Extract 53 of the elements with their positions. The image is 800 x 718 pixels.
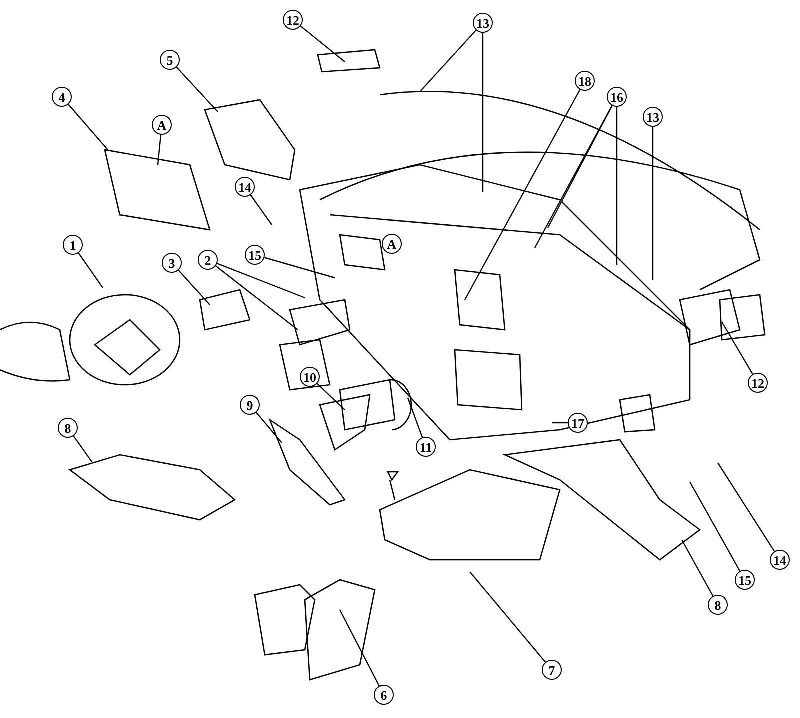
leader-line bbox=[689, 482, 741, 572]
leader-line bbox=[316, 383, 346, 410]
leader-line bbox=[176, 66, 218, 112]
callout-number: 5 bbox=[160, 50, 180, 70]
leader-line bbox=[178, 270, 210, 306]
callout-number: 1 bbox=[63, 235, 83, 255]
callout-number: 15 bbox=[245, 245, 265, 265]
callout-number: 10 bbox=[300, 367, 320, 387]
callout-number: 16 bbox=[607, 87, 627, 107]
leader-line bbox=[547, 106, 613, 228]
leader-line bbox=[534, 106, 613, 248]
leader-line bbox=[216, 266, 298, 330]
leader-line bbox=[78, 252, 104, 288]
leader-line bbox=[470, 572, 546, 663]
callout-number: 17 bbox=[568, 413, 588, 433]
leader-line bbox=[300, 26, 346, 62]
leader-line bbox=[681, 540, 714, 597]
callout-number: A bbox=[152, 115, 172, 135]
callout-number: 14 bbox=[235, 177, 255, 197]
leader-line bbox=[420, 30, 477, 92]
callout-number: 18 bbox=[575, 71, 595, 91]
callout-number: A bbox=[382, 234, 402, 254]
callout-number: 8 bbox=[708, 595, 728, 615]
callout-number: 13 bbox=[473, 13, 493, 33]
callout-number: 11 bbox=[416, 437, 436, 457]
callout-number: 6 bbox=[374, 685, 394, 705]
leader-line bbox=[68, 104, 108, 150]
leader-line bbox=[157, 134, 162, 166]
callout-number: 3 bbox=[162, 253, 182, 273]
callout-number: 8 bbox=[58, 418, 78, 438]
callout-number: 12 bbox=[283, 10, 303, 30]
callout-number: 15 bbox=[735, 570, 755, 590]
leader-line bbox=[256, 412, 282, 444]
leader-line bbox=[250, 194, 272, 226]
leader-line bbox=[73, 436, 92, 462]
callout-number: 12 bbox=[748, 373, 768, 393]
leader-line bbox=[407, 398, 424, 438]
callout-number: 14 bbox=[770, 550, 790, 570]
leader-line bbox=[616, 107, 618, 265]
leader-line bbox=[217, 263, 306, 299]
leader-line bbox=[552, 422, 568, 424]
leader-line bbox=[652, 127, 654, 280]
leader-line bbox=[264, 257, 336, 279]
callout-number: 13 bbox=[643, 107, 663, 127]
callout-number: 7 bbox=[542, 660, 562, 680]
callout-number: 4 bbox=[52, 87, 72, 107]
callout-number: 2 bbox=[198, 250, 218, 270]
leader-line bbox=[482, 33, 484, 192]
leader-line bbox=[721, 322, 754, 375]
leader-line bbox=[464, 89, 581, 300]
leader-line bbox=[718, 462, 776, 552]
leader-line bbox=[339, 610, 380, 686]
callout-number: 9 bbox=[240, 395, 260, 415]
